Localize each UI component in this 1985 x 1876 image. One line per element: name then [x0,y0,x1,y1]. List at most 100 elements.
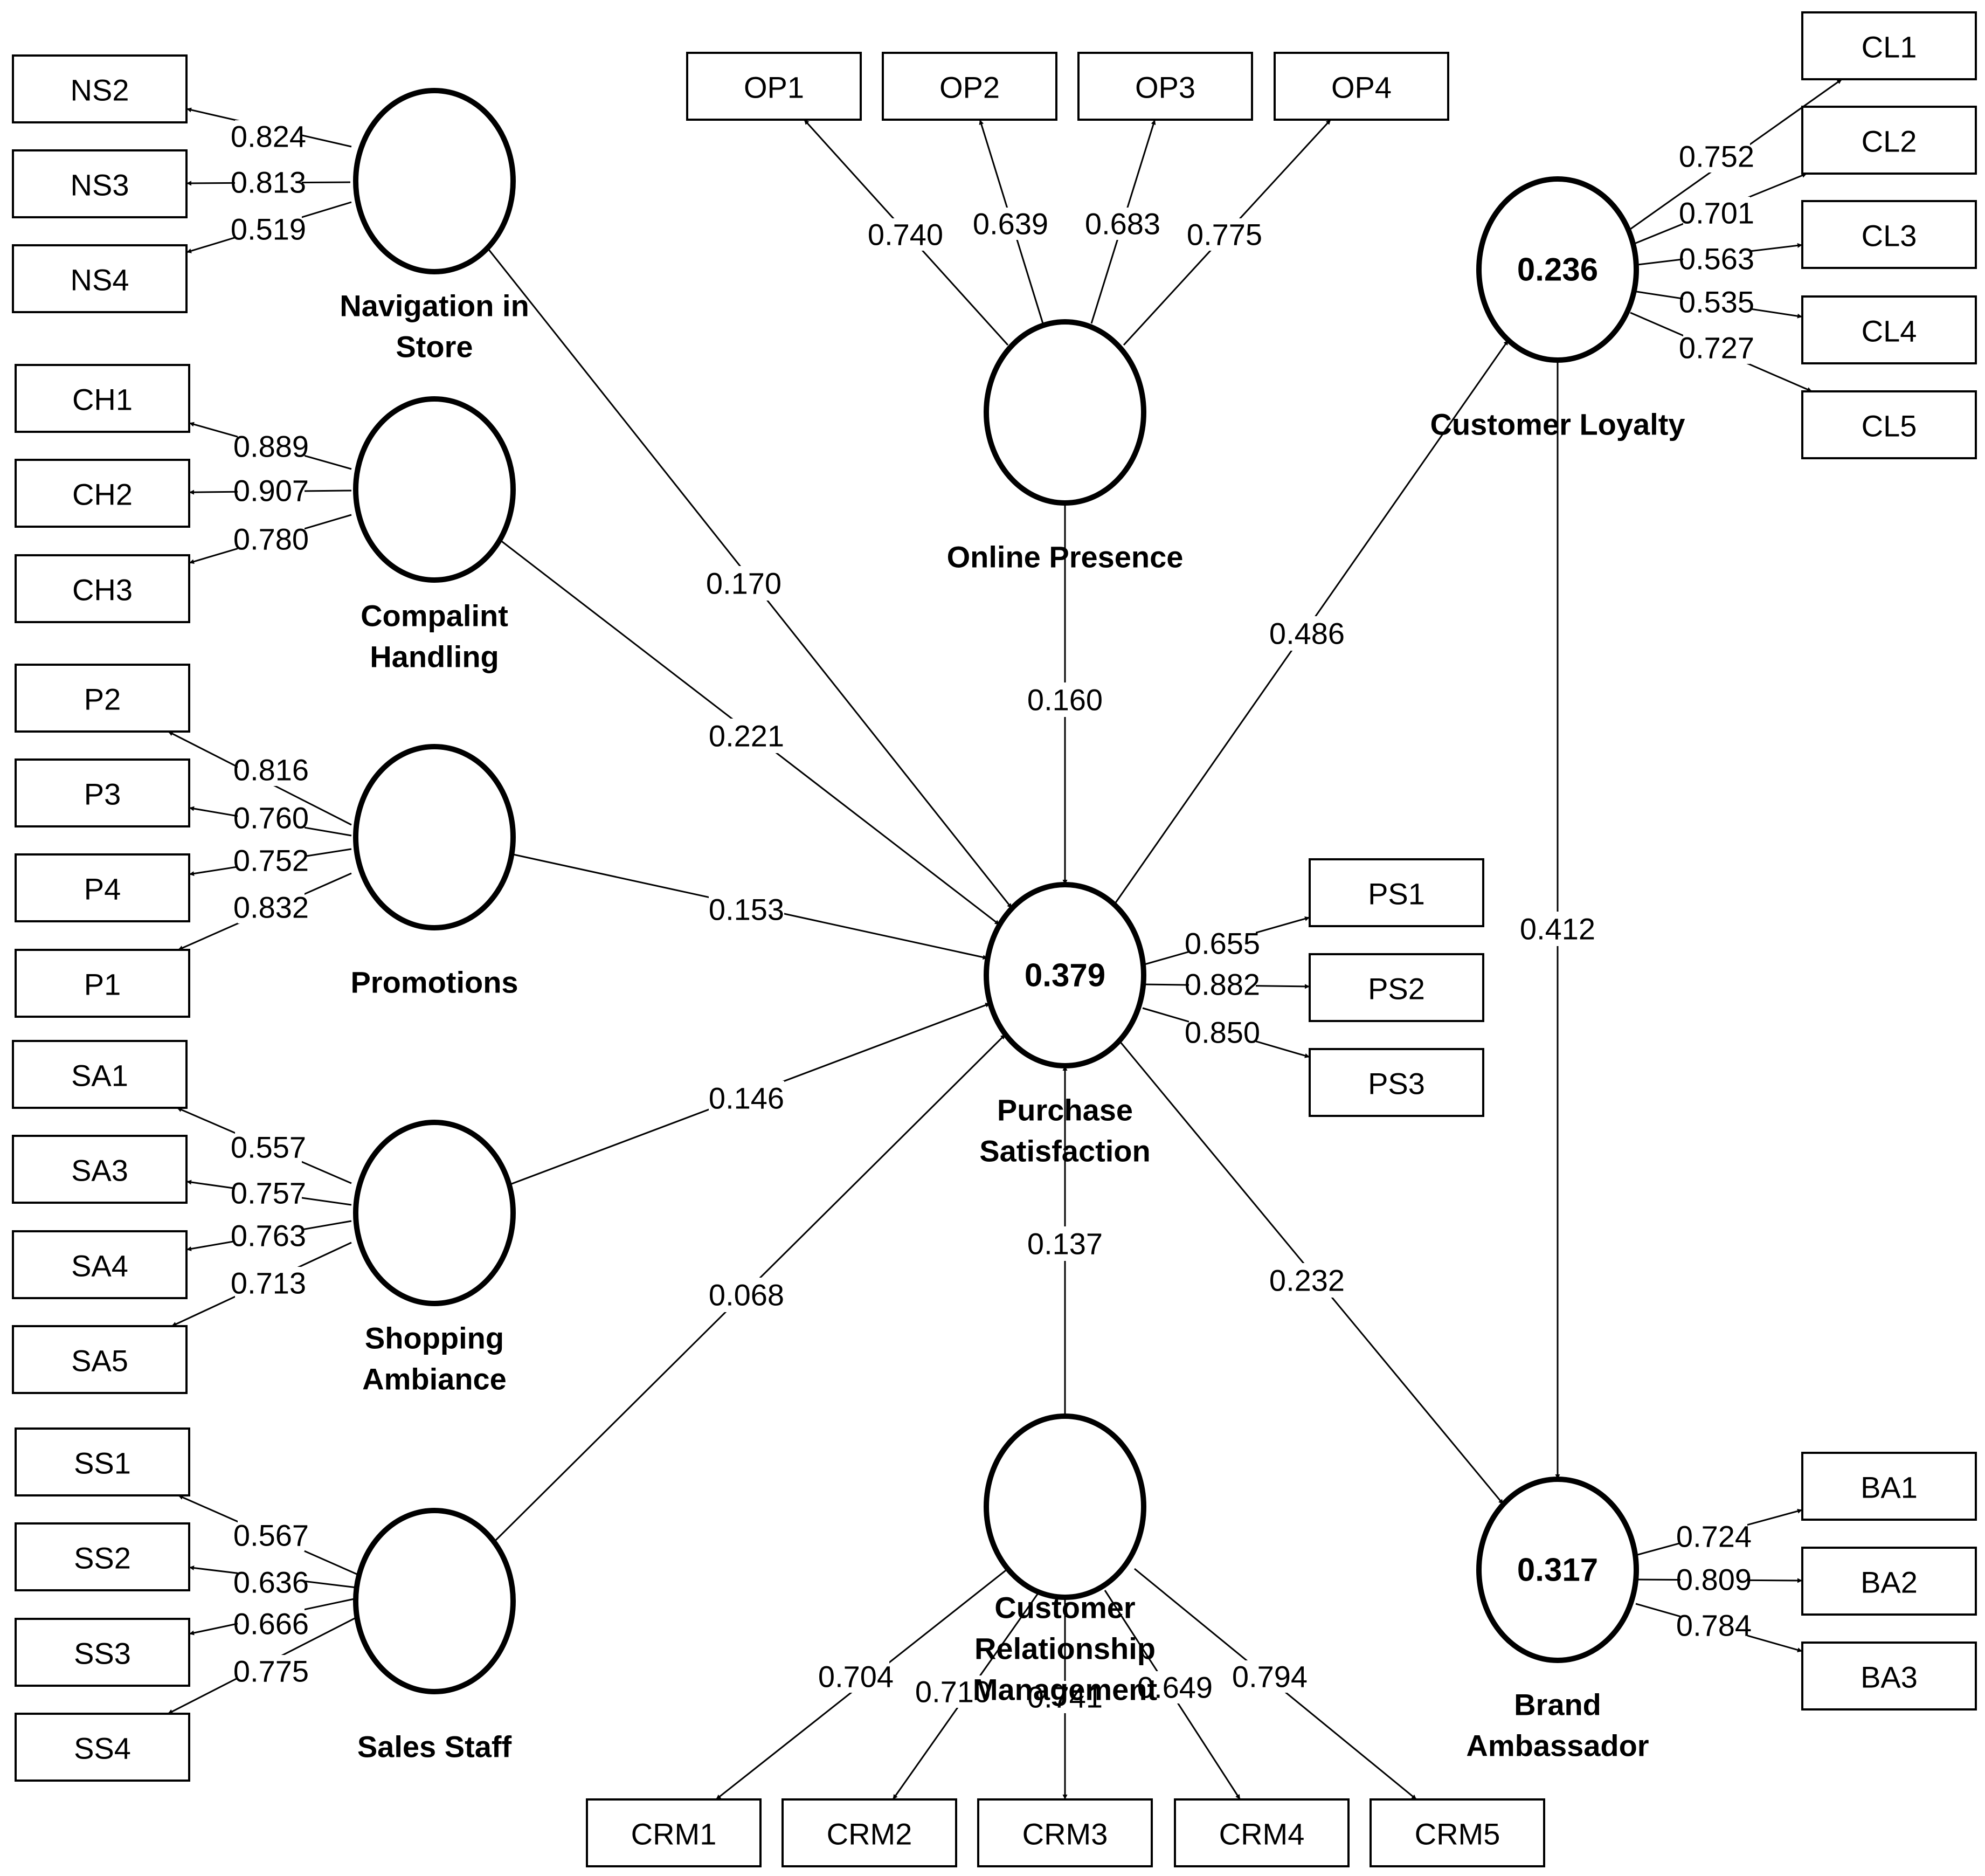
indicator-label-ps3: PS3 [1368,1067,1425,1101]
loading-label-bg [1683,140,1750,173]
indicator-label-crm3: CRM3 [1022,1817,1108,1851]
path-label-bg [1027,1226,1103,1261]
construct-name-crm: Management [973,1673,1157,1707]
path-label-bg [1520,912,1595,946]
indicator-label-p1: P1 [84,968,121,1002]
construct-name-ps: Satisfaction [979,1134,1150,1168]
indicator-label-ns3: NS3 [71,168,129,202]
loading-label-bg [238,1519,305,1551]
loading-label-bg [1191,218,1258,251]
loading-label-bg [1683,243,1750,275]
construct-name-ch: Compalint [361,599,508,633]
loading-label-bg [872,218,939,251]
indicator-box-op4 [1274,52,1449,121]
nodes-layer: NS2NS3NS4CH1CH2CH3P2P3P4P1SA1SA3SA4SA5SS… [12,11,1977,1867]
construct-name-crm: Relationship [974,1632,1156,1666]
indicator-label-ch3: CH3 [72,573,133,607]
path-label-bg [709,1081,784,1115]
path-coefficient-crm-ps: 0.137 [1027,1227,1103,1261]
loading-value-op1: 0.740 [868,218,943,252]
indicator-label-ps2: PS2 [1368,972,1425,1006]
indicator-box-ss4 [15,1713,190,1782]
loading-value-op2: 0.639 [973,207,1048,241]
loading-value-crm5: 0.794 [1232,1660,1308,1694]
loading-label-bg [1236,1660,1303,1693]
indicator-box-ps3 [1309,1048,1484,1117]
loading-label-bg [1189,927,1256,960]
construct-name-ps: Purchase [997,1093,1133,1127]
indicator-label-crm5: CRM5 [1415,1817,1500,1851]
loading-label-bg [1683,197,1750,229]
indicator-label-ss3: SS3 [74,1637,131,1671]
construct-name-p: Promotions [350,965,518,999]
indicator-label-cl4: CL4 [1862,314,1917,348]
loading-label-bg [1189,968,1256,1001]
indicator-label-cl1: CL1 [1862,30,1917,64]
indicator-label-sa1: SA1 [71,1059,128,1093]
indicator-label-sa4: SA4 [71,1249,128,1283]
path-coefficient-ps-ba: 0.232 [1269,1264,1345,1298]
indicator-label-p4: P4 [84,872,121,906]
indicator-box-op2 [882,52,1057,121]
indicator-box-ch1 [15,364,190,433]
construct-name-ss: Sales Staff [357,1730,512,1764]
indicator-label-ss2: SS2 [74,1541,131,1575]
loading-value-sa1: 0.557 [231,1130,306,1164]
loading-value-p2: 0.816 [233,753,309,787]
path-label-bg [709,1278,784,1312]
loading-value-ps3: 0.850 [1185,1016,1260,1050]
indicator-box-ns3 [12,149,188,218]
path-label-bg [1269,616,1345,651]
indicator-label-p2: P2 [84,682,121,716]
latent-construct-sa [353,1120,516,1306]
latent-construct-crm [984,1413,1146,1600]
path-coefficient-ns-ps: 0.170 [706,567,781,601]
latent-construct-ba [1476,1477,1639,1663]
loading-value-sa4: 0.763 [231,1219,306,1253]
indicator-box-ns2 [12,54,188,123]
construct-name-sa: Ambiance [362,1362,507,1396]
loading-label-bg [238,891,305,923]
latent-construct-ns [353,88,516,274]
loading-label-bg [822,1660,889,1693]
indicator-label-cl2: CL2 [1862,125,1917,158]
indicator-box-ss1 [15,1427,190,1496]
loading-label-bg [235,1267,302,1299]
indicator-label-ch2: CH2 [72,478,133,512]
loading-label-bg [1683,286,1750,318]
construct-name-ba: Ambassador [1466,1729,1649,1763]
indicator-label-op1: OP1 [744,71,804,105]
loading-label-bg [238,1566,305,1598]
indicator-box-op3 [1077,52,1253,121]
indicator-label-p3: P3 [84,777,121,811]
path-coefficient-ch-ps: 0.221 [709,719,784,753]
indicator-label-ba3: BA3 [1860,1660,1918,1694]
loading-label-bg [238,844,305,877]
latent-construct-ps [984,882,1146,1068]
loading-value-ps2: 0.882 [1185,968,1260,1002]
indicator-box-ba1 [1801,1452,1977,1521]
loading-label-bg [238,430,305,463]
loading-label-bg [919,1675,986,1708]
loading-value-ns2: 0.824 [231,120,306,154]
path-label-bg [709,892,784,927]
indicator-box-ss3 [15,1618,190,1687]
latent-construct-ch [353,396,516,583]
loading-value-cl2: 0.701 [1679,196,1754,230]
loading-label-bg [235,1131,302,1163]
path-coefficient-ss-ps: 0.068 [709,1278,784,1312]
loading-label-bg [238,523,305,555]
path-label-bg [706,566,781,601]
loading-value-op3: 0.683 [1085,207,1160,241]
loading-value-ss4: 0.775 [233,1654,309,1688]
indicator-label-sa3: SA3 [71,1154,128,1188]
indicator-box-p4 [15,853,190,922]
loading-value-sa3: 0.757 [231,1176,306,1210]
loading-value-p1: 0.832 [233,891,309,925]
path-coefficient-p-ps: 0.153 [709,893,784,927]
loading-value-cl4: 0.535 [1679,285,1754,319]
loading-label-bg [235,166,302,198]
indicator-box-ch2 [15,459,190,528]
indicator-box-p3 [15,758,190,827]
indicator-label-crm4: CRM4 [1219,1817,1305,1851]
